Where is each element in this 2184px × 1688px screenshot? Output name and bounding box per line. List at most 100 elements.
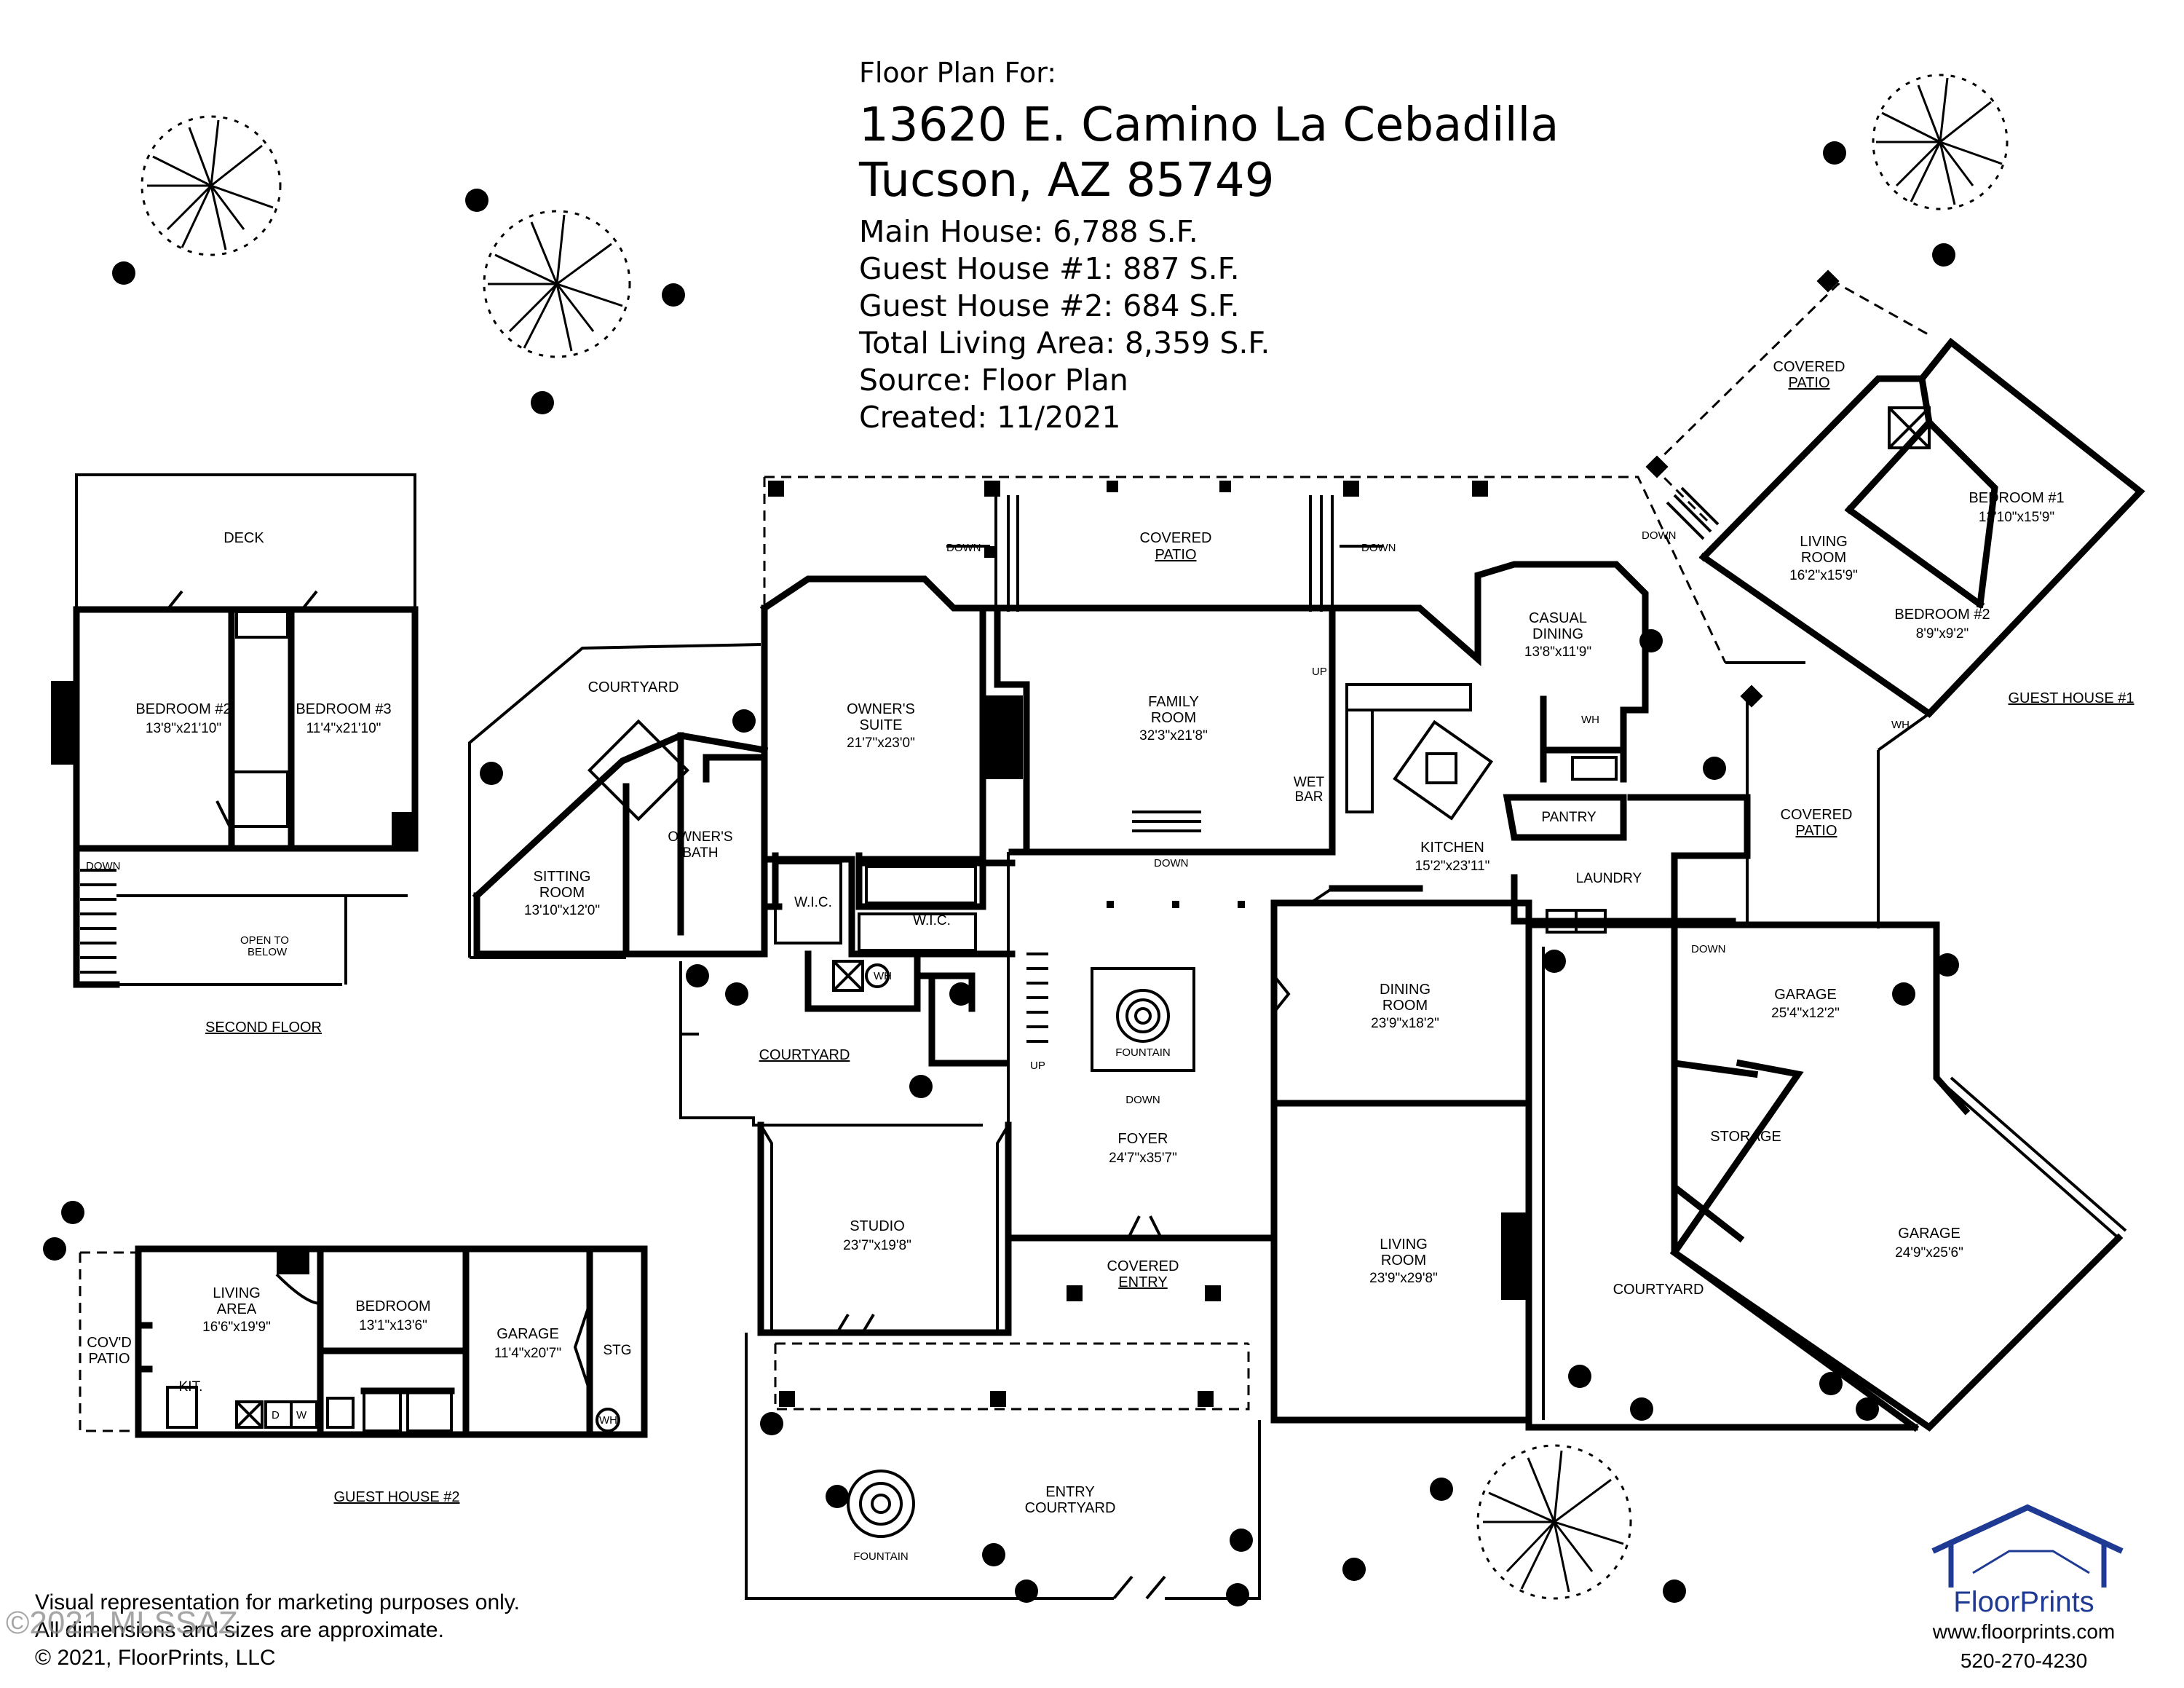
disclaimer-line-2: All dimensions and sizes are approximate… xyxy=(35,1618,444,1642)
living-room-l2: ROOM xyxy=(1381,1253,1426,1269)
family-room-dim: 32'3"x21'8" xyxy=(1139,728,1208,744)
wic-1-label: W.I.C. xyxy=(794,895,832,910)
brand-phone: 520-270-4230 xyxy=(1960,1649,2088,1672)
foyer-label: FOYER xyxy=(1118,1131,1168,1147)
down-label: DOWN xyxy=(1125,1094,1160,1106)
wet-bar-l1: WET xyxy=(1294,775,1325,790)
down-label: DOWN xyxy=(1361,542,1396,554)
covered-entry-l1: COVERED xyxy=(1107,1258,1179,1274)
brand-block: FloorPrints xyxy=(1915,1586,2133,1619)
gh2-living-l2: AREA xyxy=(217,1301,257,1317)
family-room-l1: FAMILY xyxy=(1148,694,1199,710)
detail-total-area: Total Living Area: 8,359 S.F. xyxy=(859,326,1270,361)
covered-patio-east-l2: PATIO xyxy=(1795,823,1837,839)
water-heater-label: WH xyxy=(874,970,892,982)
studio-label: STUDIO xyxy=(850,1218,905,1234)
second-floor-title: SECOND FLOOR xyxy=(205,1019,322,1036)
gh2-kit-label: KIT. xyxy=(179,1379,203,1395)
gh2-bedroom-dim: 13'1"x13'6" xyxy=(359,1318,427,1333)
owners-suite-l1: OWNER'S xyxy=(847,701,915,717)
deck-label: DECK xyxy=(223,530,264,546)
dryer-label: D xyxy=(1553,917,1561,929)
fountain2-label: FOUNTAIN xyxy=(853,1550,909,1563)
sitting-room-l2: ROOM xyxy=(539,885,585,901)
gh1-covered-patio-l2: PATIO xyxy=(1788,375,1829,391)
open-to-below-l1: OPEN TO xyxy=(240,934,289,947)
courtyard-nw-label: COURTYARD xyxy=(588,679,679,695)
garage-bottom-dim: 24'9"x25'6" xyxy=(1895,1245,1963,1261)
header-label: Floor Plan For: xyxy=(859,57,1057,89)
address-line-1: 13620 E. Camino La Cebadilla xyxy=(859,98,1559,152)
garage-top-label: GARAGE xyxy=(1774,987,1837,1003)
owners-bath-l2: BATH xyxy=(682,845,718,861)
floorprints-logo-icon xyxy=(1931,1504,2124,1588)
gh2-stg-label: STG xyxy=(603,1343,631,1358)
owners-suite-dim: 21'7"x23'0" xyxy=(847,735,915,751)
guest-house-2-title: GUEST HOUSE #2 xyxy=(333,1489,459,1505)
sitting-room-l1: SITTING xyxy=(534,869,591,885)
covered-patio-east-l1: COVERED xyxy=(1781,807,1853,823)
gh1-bedroom1-dim: 13'10"x15'9" xyxy=(1979,510,2054,525)
up-label: UP xyxy=(1030,1060,1045,1072)
disclaimer-line-1: Visual representation for marketing purp… xyxy=(35,1590,520,1614)
gh1-living-l2: ROOM xyxy=(1801,550,1846,566)
address-line-2: Tucson, AZ 85749 xyxy=(859,154,1275,208)
entry-courtyard-l1: ENTRY xyxy=(1045,1484,1094,1500)
sf-bedroom3-label: BEDROOM #3 xyxy=(296,701,391,717)
living-room-dim: 23'9"x29'8" xyxy=(1369,1271,1438,1286)
detail-guest-house-2: Guest House #2: 684 S.F. xyxy=(859,288,1240,324)
detail-guest-house-1: Guest House #1: 887 S.F. xyxy=(859,251,1240,287)
open-to-below-l2: BELOW xyxy=(248,946,288,958)
copyright-line: © 2021, FloorPrints, LLC xyxy=(35,1646,276,1670)
guest-house-1-plan xyxy=(1645,269,2145,752)
gh2-cov-patio-l1: COV'D xyxy=(87,1335,132,1351)
down-label: DOWN xyxy=(1154,857,1189,869)
footer-disclaimer: Visual representation for marketing purp… xyxy=(35,1589,520,1672)
gh1-bedroom2-dim: 8'9"x9'2" xyxy=(1916,626,1969,642)
sf-bedroom3-dim: 11'4"x21'10" xyxy=(306,721,381,736)
casual-dining-dim: 13'8"x11'9" xyxy=(1524,644,1591,660)
covered-entry-l2: ENTRY xyxy=(1118,1274,1167,1290)
dryer-label: D xyxy=(272,1409,280,1421)
owners-suite-l2: SUITE xyxy=(860,717,903,733)
water-heater-label: WH xyxy=(1581,714,1599,726)
pantry-label: PANTRY xyxy=(1541,810,1597,825)
gh1-living-l1: LIVING xyxy=(1800,534,1848,550)
gh1-living-dim: 16'2"x15'9" xyxy=(1789,568,1858,583)
casual-dining-l2: DINING xyxy=(1532,626,1583,642)
dining-room-l2: ROOM xyxy=(1382,998,1428,1014)
dining-room-l1: DINING xyxy=(1380,982,1431,998)
gh1-bedroom2-label: BEDROOM #2 xyxy=(1894,607,1990,623)
sf-bedroom2-label: BEDROOM #2 xyxy=(135,701,231,717)
detail-source: Source: Floor Plan xyxy=(859,363,1128,398)
room-labels: DECK BEDROOM #2 13'8"x21'10" BEDROOM #3 … xyxy=(86,359,2134,1563)
studio-dim: 23'7"x19'8" xyxy=(843,1238,911,1253)
laundry-label: LAUNDRY xyxy=(1576,871,1642,886)
guest-house-2-plan xyxy=(79,1245,648,1438)
water-heater-label: WH xyxy=(1891,719,1910,731)
living-room-l1: LIVING xyxy=(1380,1237,1428,1253)
brand-name: FloorPrints xyxy=(1953,1586,2094,1618)
family-room-l2: ROOM xyxy=(1151,710,1196,726)
gh2-bedroom-label: BEDROOM xyxy=(355,1298,430,1314)
gh2-living-l1: LIVING xyxy=(213,1285,261,1301)
wic-2-label: W.I.C. xyxy=(913,913,951,928)
washer-label: W xyxy=(296,1409,307,1421)
tree-icon xyxy=(483,210,631,358)
gh2-living-dim: 16'6"x19'9" xyxy=(202,1320,271,1335)
storage-label: STORAGE xyxy=(1710,1129,1781,1145)
sf-bedroom2-dim: 13'8"x21'10" xyxy=(146,721,221,736)
owners-bath-l1: OWNER'S xyxy=(668,829,732,845)
tree-icon xyxy=(141,115,282,256)
guest-house-1-title: GUEST HOUSE #1 xyxy=(2008,690,2134,706)
up-label: UP xyxy=(1312,666,1327,678)
down-label: DOWN xyxy=(946,542,981,554)
fountain-label: FOUNTAIN xyxy=(1115,1046,1171,1059)
dining-room-dim: 23'9"x18'2" xyxy=(1371,1016,1439,1031)
covered-patio-l2: PATIO xyxy=(1155,547,1196,563)
mls-watermark: ©2021 MLSSAZ xyxy=(6,1605,238,1641)
garage-top-dim: 25'4"x12'2" xyxy=(1771,1006,1840,1021)
entry-courtyard-l2: COURTYARD xyxy=(1025,1500,1116,1516)
washer-label: W xyxy=(1583,917,1594,929)
